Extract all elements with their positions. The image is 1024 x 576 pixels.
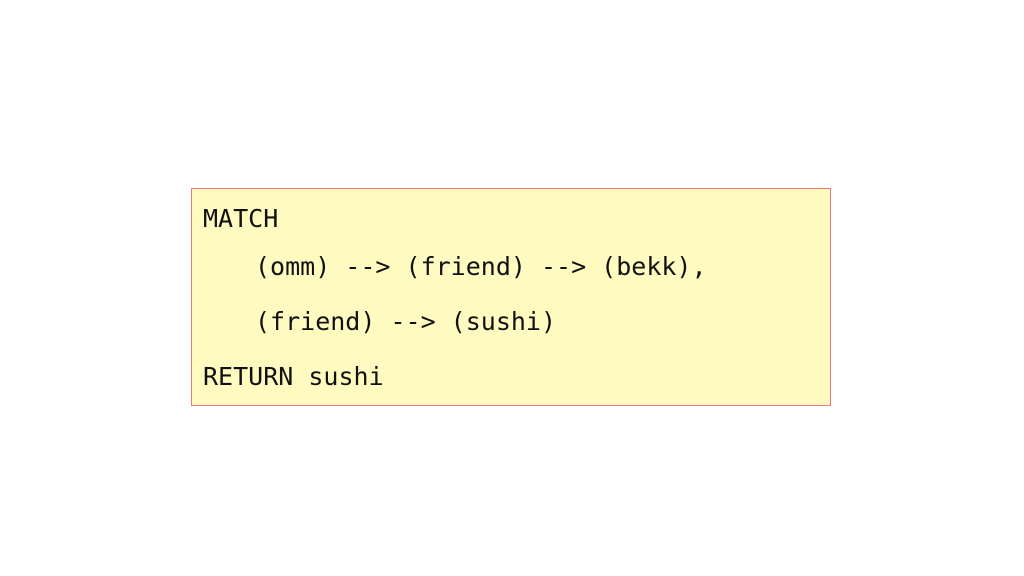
code-line-pattern-2: (friend) --> (sushi) xyxy=(255,307,557,336)
code-line-pattern-1: (omm) --> (friend) --> (bekk), xyxy=(255,252,707,281)
code-line-match: MATCH xyxy=(203,204,279,233)
code-block: MATCH (omm) --> (friend) --> (bekk), (fr… xyxy=(191,188,831,406)
code-line-return: RETURN sushi xyxy=(203,362,384,391)
